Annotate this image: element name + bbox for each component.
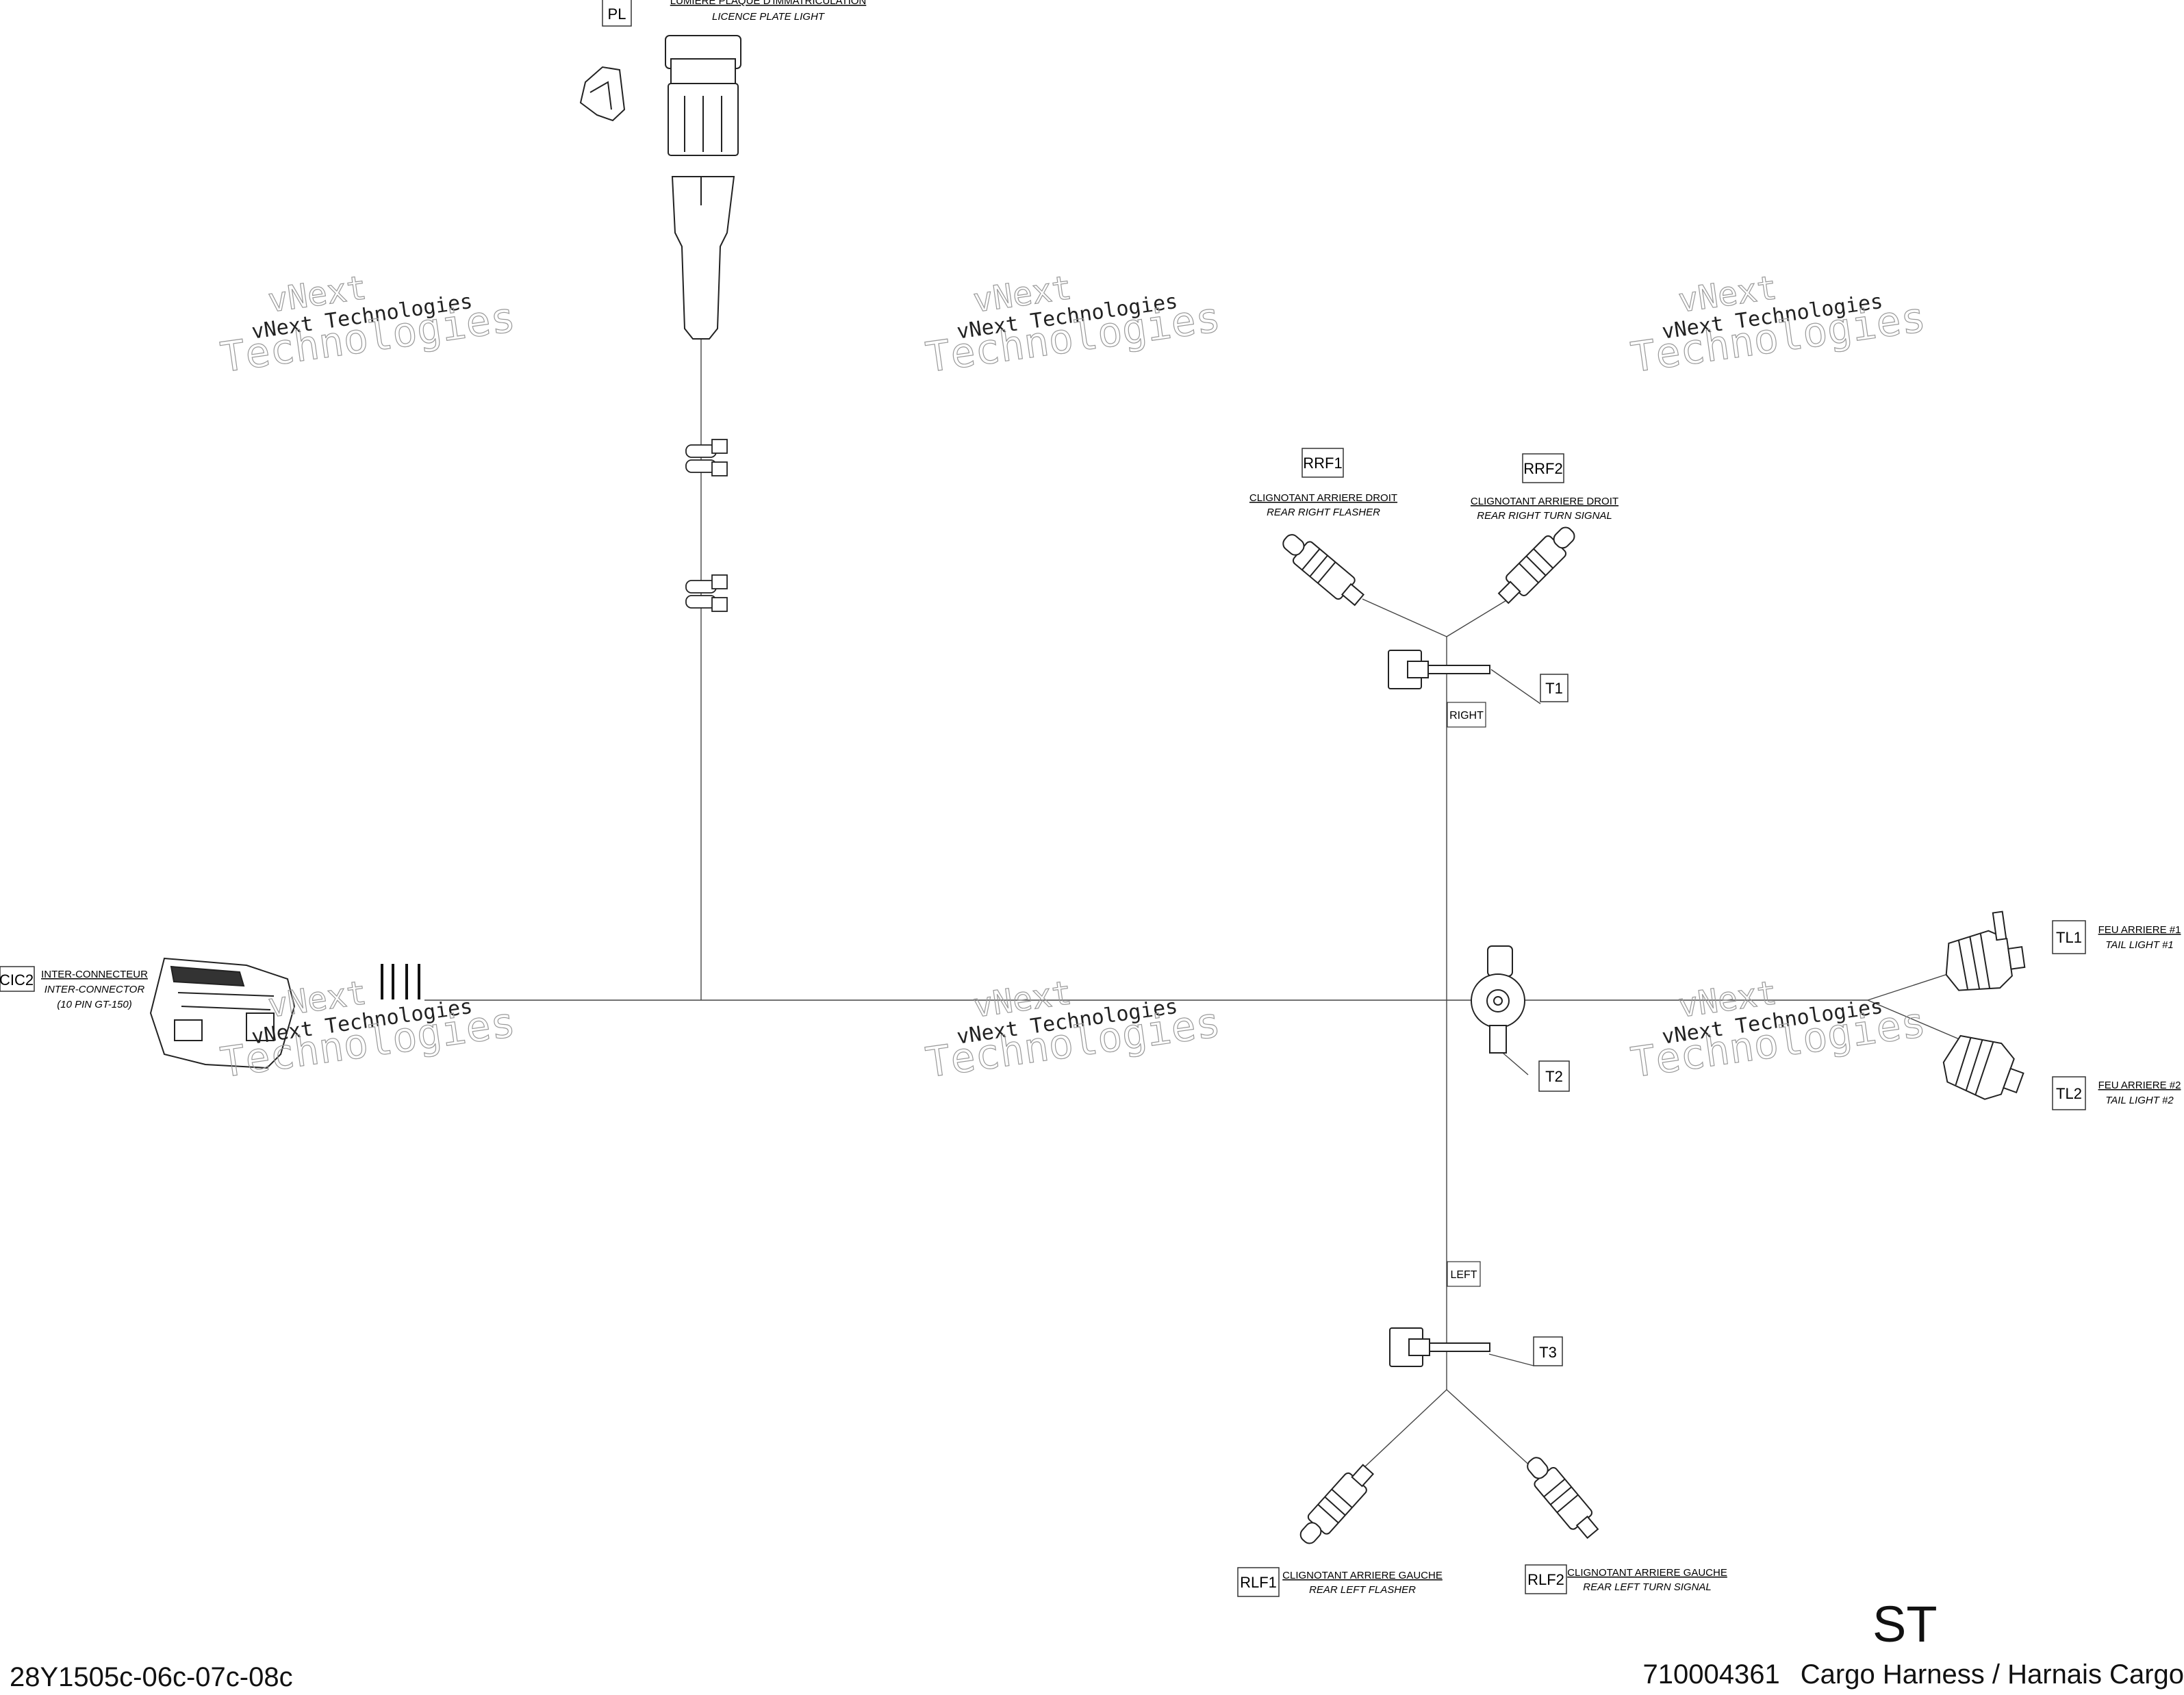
- right-tag-box: [1447, 702, 1486, 728]
- rrf1-id: RRF1: [1303, 455, 1342, 472]
- tl1-id: TL1: [2056, 929, 2082, 946]
- rlf1-connector: [1299, 1464, 1375, 1544]
- drawing-reference: 28Y1505c-06c-07c-08c: [10, 1662, 293, 1692]
- cic2-id-box: [0, 966, 35, 992]
- rrf2-id: RRF2: [1523, 460, 1562, 477]
- pl-id-box: [602, 0, 632, 27]
- rlf2-label-en: REAR LEFT TURN SIGNAL: [1583, 1581, 1712, 1593]
- tl2-connector: [1942, 1034, 2024, 1100]
- rrf2-connector: [1497, 526, 1575, 604]
- rlf2-connector: [1527, 1457, 1599, 1539]
- t3-id: T3: [1539, 1344, 1557, 1361]
- tl2-id: TL2: [2056, 1085, 2082, 1102]
- tl1-label-en: TAIL LIGHT #1: [2105, 939, 2174, 951]
- rrf1-label-fr: CLIGNOTANT ARRIERE DROIT: [1249, 492, 1397, 504]
- watermarks: vNext Technologies vNext Technologies vN…: [217, 268, 1929, 1088]
- pl-id: PL: [608, 5, 626, 23]
- tl2-label-fr: FEU ARRIERE #2: [2098, 1080, 2181, 1091]
- drawing-title: Cargo Harness / Harnais Cargo: [1800, 1659, 2184, 1690]
- t3-terminal: [1389, 1327, 1490, 1367]
- variant-code: ST: [1872, 1596, 1938, 1653]
- pl-label-en: LICENCE PLATE LIGHT: [712, 11, 826, 23]
- tl2-label-en: TAIL LIGHT #2: [2105, 1095, 2174, 1106]
- t2-terminal: [1471, 945, 1525, 1054]
- right-tag: RIGHT: [1449, 710, 1484, 722]
- t1-terminal: [1388, 650, 1490, 689]
- rrf1-label-en: REAR RIGHT FLASHER: [1267, 507, 1380, 518]
- rlf1-id: RLF1: [1240, 1574, 1277, 1591]
- t2-id-box: [1538, 1060, 1570, 1092]
- tl2-id-box: [2052, 1076, 2086, 1110]
- rlf2-id-box: [1525, 1564, 1567, 1594]
- t1-id-box: [1540, 674, 1569, 702]
- rrf2-label-fr: CLIGNOTANT ARRIERE DROIT: [1471, 496, 1618, 507]
- rlf1-label-en: REAR LEFT FLASHER: [1309, 1584, 1416, 1596]
- t3-id-box: [1533, 1336, 1563, 1366]
- rlf2-label-fr: CLIGNOTANT ARRIERE GAUCHE: [1567, 1567, 1727, 1579]
- rrf1-connector: [1282, 534, 1364, 607]
- tl1-label-fr: FEU ARRIERE #1: [2098, 924, 2181, 936]
- watermark: vNext Technologies vNext Technologies: [1627, 973, 1929, 1088]
- cic2-wire-marks: [381, 964, 420, 999]
- cic2-label-note: (10 PIN GT-150): [57, 999, 132, 1010]
- watermark: vNext Technologies vNext Technologies: [217, 268, 518, 383]
- watermark: vNext Technologies vNext Technologies: [922, 268, 1223, 383]
- part-number: 710004361: [1642, 1659, 1780, 1690]
- pl-label-fr: LUMIERE PLAQUE D'IMMATRICULATION: [670, 0, 867, 7]
- left-tag: LEFT: [1450, 1269, 1477, 1281]
- pl-connector: [665, 35, 741, 340]
- left-tag-box: [1447, 1261, 1481, 1287]
- rrf1-id-box: [1301, 448, 1344, 478]
- tl1-id-box: [2052, 920, 2086, 954]
- rrf2-label-en: REAR RIGHT TURN SIGNAL: [1477, 510, 1612, 522]
- rlf1-label-fr: CLIGNOTANT ARRIERE GAUCHE: [1282, 1570, 1443, 1581]
- t1-id: T1: [1545, 680, 1563, 697]
- rlf2-id: RLF2: [1527, 1571, 1564, 1588]
- cable-clips: [685, 439, 728, 612]
- wiring: [424, 339, 1986, 1479]
- cic2-id: CIC2: [0, 971, 34, 989]
- watermark: vNext Technologies vNext Technologies: [922, 973, 1223, 1088]
- cic2-label-en: INTER-CONNECTOR: [45, 984, 145, 995]
- tl1-connector: [1945, 910, 2026, 991]
- cic2-label-fr: INTER-CONNECTEUR: [41, 969, 148, 980]
- title-block: 710004361 Cargo Harness / Harnais Cargo: [1643, 1659, 2184, 1690]
- cic2-connector: [149, 957, 296, 1069]
- rrf2-id-box: [1522, 453, 1564, 483]
- rlf1-id-box: [1237, 1567, 1280, 1597]
- t2-id: T2: [1545, 1068, 1563, 1085]
- watermark: vNext Technologies vNext Technologies: [1627, 268, 1929, 383]
- pl-clip: [579, 66, 626, 122]
